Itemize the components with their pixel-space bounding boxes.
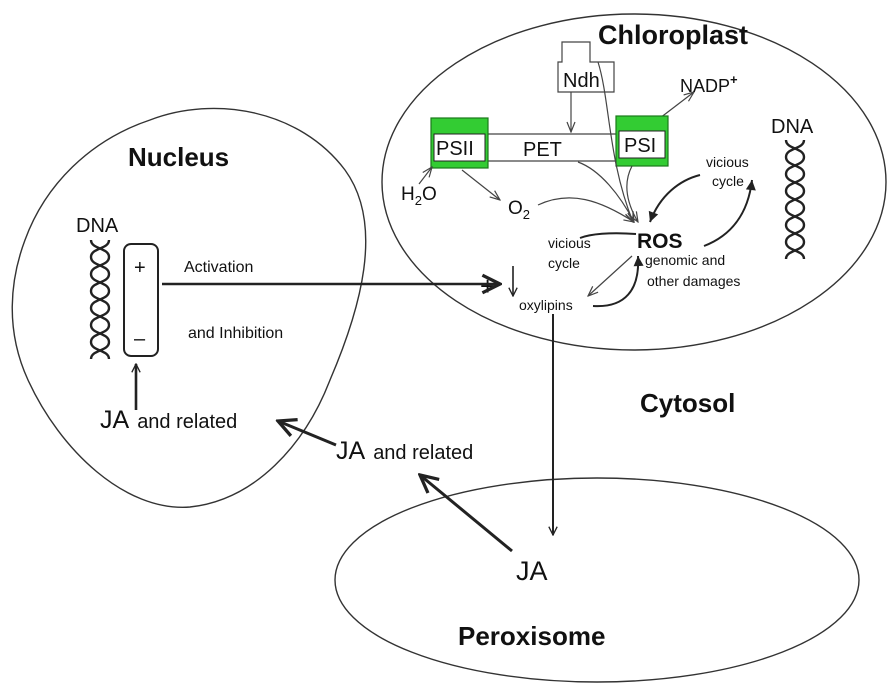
vicious-cycle-2-arrow-in (579, 232, 637, 239)
dna-helix-turn (784, 207, 806, 226)
vicious-cycle-1-line1: vicious (706, 154, 749, 170)
psii-inner (433, 133, 486, 162)
ros-to-oxylipins-arrow (588, 255, 633, 296)
psi-label: PSI (624, 135, 656, 157)
o2-to-ros-arrow (537, 197, 634, 222)
dna-helix-turn (784, 173, 806, 192)
ndh-label: Ndh (563, 70, 600, 92)
inhibition-label: and Inhibition (188, 325, 283, 342)
nucleus-title: Nucleus (128, 142, 229, 172)
activation-label: Activation (184, 259, 253, 276)
psii-label: PSII (436, 138, 474, 160)
vicious-cycle-2-line2: cycle (548, 255, 580, 271)
vicious-cycle-2-line1: vicious (548, 235, 591, 251)
dna-helix-turn (89, 273, 111, 292)
promoter-box (123, 243, 159, 357)
dna-helix-turn (89, 256, 111, 275)
cytosol-to-nucleus-arrow (278, 421, 337, 447)
vicious-cycle-1-arrow-out (703, 179, 756, 247)
ndh-to-ros-arrow (597, 61, 633, 222)
dna-helix-turn (784, 190, 806, 209)
nucleus-dna-label: DNA (76, 215, 119, 237)
chloroplast-dna-label: DNA (771, 116, 814, 138)
h2o-label: H2O (401, 184, 437, 208)
o2-arrow (461, 169, 500, 200)
peroxisome-to-cytosol-arrow (420, 475, 513, 553)
nadp-label: NADP+ (680, 72, 738, 96)
h2o-arrow (418, 167, 432, 185)
promoter-plus: + (134, 257, 146, 279)
dna-helix-turn (89, 239, 111, 258)
nucleus-membrane (11, 107, 367, 508)
dna-helix-turn (784, 241, 806, 260)
chloroplast-plus: + (480, 271, 495, 301)
oxylipins-label: oxylipins (519, 297, 573, 313)
psi-to-ros-arrow (626, 165, 638, 222)
peroxisome-ja-label: JA (516, 556, 548, 586)
dna-helix-turn (89, 341, 111, 360)
ros-label: ROS (637, 230, 683, 253)
damage-line1: genomic and (645, 252, 725, 268)
dna-helix-turn (89, 307, 111, 326)
nucleus-dna-helix (89, 239, 111, 360)
damage-line2: other damages (647, 273, 740, 289)
psi-inner (618, 130, 666, 159)
dna-helix-turn (784, 139, 806, 158)
ndh-bracket (557, 41, 615, 93)
chloroplast-dna-helix (784, 139, 806, 260)
dna-helix-turn (784, 156, 806, 175)
chloroplast-membrane (381, 13, 887, 351)
vicious-cycle-2-arrow-up (592, 255, 644, 308)
dna-helix-turn (89, 290, 111, 309)
dna-helix-turn (89, 324, 111, 343)
pet-to-ros-arrow (577, 161, 634, 222)
promoter-minus: – (134, 328, 146, 350)
vicious-cycle-1-arrow-in (648, 174, 701, 223)
dna-helix-turn (784, 224, 806, 243)
pet-label: PET (523, 139, 562, 161)
peroxisome-title: Peroxisome (458, 621, 605, 651)
cytosol-title: Cytosol (640, 388, 735, 418)
nadp-arrow (659, 92, 694, 119)
o2-label: O2 (508, 198, 530, 222)
chloroplast-title: Chloroplast (598, 20, 748, 50)
vicious-cycle-1-line2: cycle (712, 173, 744, 189)
peroxisome-membrane (334, 477, 860, 683)
